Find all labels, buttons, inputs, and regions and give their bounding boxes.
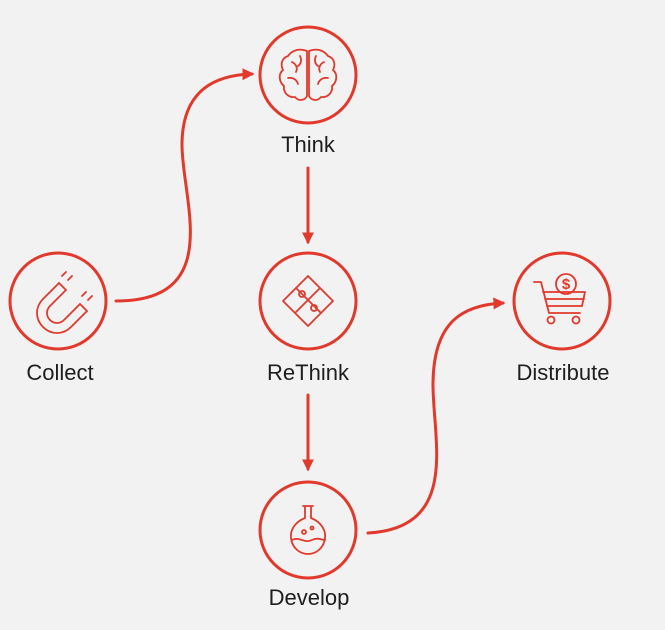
node-distribute[interactable]: $ Distribute: [512, 251, 612, 385]
node-collect[interactable]: Collect: [8, 251, 108, 385]
node-think-ring: [258, 25, 358, 125]
magnet-icon: [36, 271, 93, 334]
connector-collect-to-think: [114, 68, 255, 303]
node-rethink[interactable]: ReThink: [258, 251, 358, 385]
node-develop-label: Develop: [269, 585, 350, 610]
node-develop[interactable]: Develop: [258, 480, 358, 610]
shopping-cart-dollar-icon: [533, 273, 586, 325]
currency-symbol: $: [562, 276, 571, 293]
node-collect-ring: [8, 251, 108, 351]
node-think[interactable]: Think: [258, 25, 358, 157]
node-develop-ring: [258, 480, 358, 580]
node-think-label: Think: [281, 132, 336, 157]
brain-icon: [278, 48, 338, 101]
node-rethink-label: ReThink: [267, 360, 350, 385]
flask-icon: [290, 505, 326, 555]
connector-develop-to-distribute: [366, 297, 506, 535]
node-collect-label: Collect: [26, 360, 93, 385]
puzzle-refresh-icon: [282, 275, 334, 327]
node-distribute-ring: [512, 251, 612, 351]
node-distribute-label: Distribute: [517, 360, 610, 385]
